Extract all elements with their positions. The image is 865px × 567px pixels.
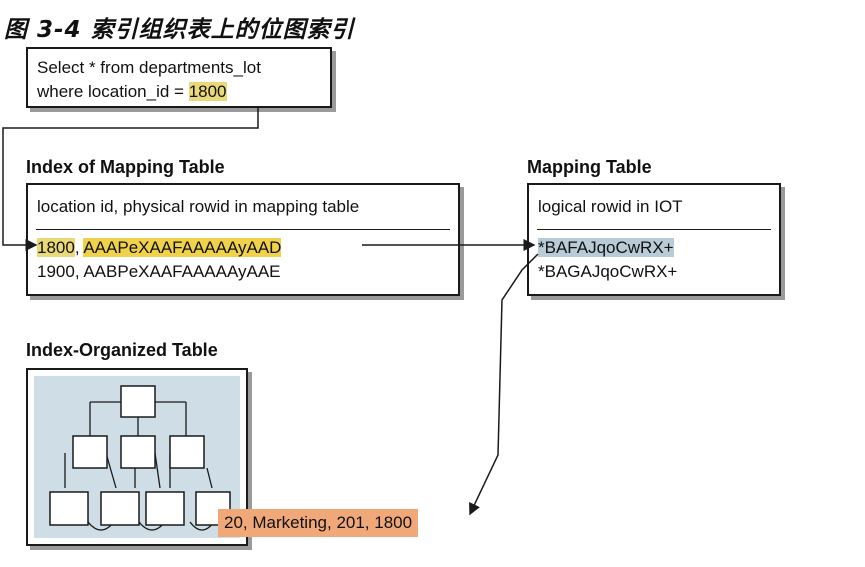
physical-rowid: AABPeXAAFAAAAAyAAE <box>83 262 281 281</box>
iot-heading: Index-Organized Table <box>26 340 218 360</box>
index-key: 1800 <box>37 238 75 257</box>
logical-rowid: *BAFAJqoCwRX+ <box>538 238 674 257</box>
query-line-2: where location_id = 1800 <box>37 82 227 102</box>
iot-record: 20, Marketing, 201, 1800 <box>218 509 419 537</box>
mapping-table-divider <box>537 229 771 230</box>
mapping-table-box: logical rowid in IOT *BAFAJqoCwRX+ *BAGA… <box>527 183 781 296</box>
index-sep: , <box>74 238 84 257</box>
index-mapping-row: 1900, AABPeXAAFAAAAAyAAE <box>37 262 281 282</box>
query-box: Select * from departments_lot where loca… <box>26 47 332 108</box>
query-to-index-arrow <box>2 108 259 251</box>
index-mapping-box: location id, physical rowid in mapping t… <box>26 183 460 296</box>
query-condition: where location_id = <box>37 82 189 101</box>
index-mapping-row: 1800, AAAPeXAAFAAAAAyAAD <box>37 238 282 258</box>
mapping-table-header: logical rowid in IOT <box>538 197 683 216</box>
query-line-1: Select * from departments_lot <box>37 58 261 77</box>
figure-title: 图 3-4 索引组织表上的位图索引 <box>4 17 355 43</box>
mapping-table-row: *BAFAJqoCwRX+ <box>538 238 674 258</box>
index-mapping-divider <box>36 229 450 230</box>
mapping-table-heading: Mapping Table <box>527 157 652 177</box>
logical-rowid: *BAGAJqoCwRX+ <box>538 262 678 281</box>
query-value: 1800 <box>188 82 227 101</box>
mapping-to-record-arrow <box>469 253 539 516</box>
index-mapping-heading: Index of Mapping Table <box>26 157 225 177</box>
iot-tree-nodes <box>49 385 231 526</box>
physical-rowid: AAAPeXAAFAAAAAyAAD <box>83 238 282 257</box>
index-sep: , <box>74 262 84 281</box>
index-key: 1900 <box>37 262 75 281</box>
mapping-table-row: *BAGAJqoCwRX+ <box>538 262 677 282</box>
index-mapping-header: location id, physical rowid in mapping t… <box>37 197 360 216</box>
